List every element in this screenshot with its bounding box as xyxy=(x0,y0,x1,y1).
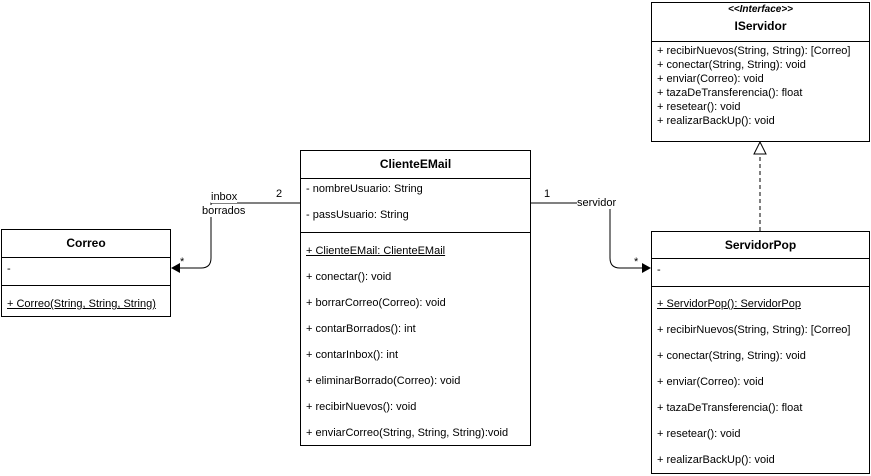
method: + realizarBackUp(): void xyxy=(657,115,775,127)
method: + tazaDeTransferencia(): float xyxy=(657,402,803,414)
class-name: IServidor xyxy=(734,19,787,33)
method: + tazaDeTransferencia(): float xyxy=(657,87,803,99)
method: + recibirNuevos(String, String): [Correo… xyxy=(657,45,851,57)
constructor: + ServidorPop(): ServidorPop xyxy=(657,298,801,310)
attribute: - passUsuario: String xyxy=(306,209,409,221)
method: + conectar(): void xyxy=(306,271,392,283)
method: + resetear(): void xyxy=(657,428,741,440)
method: + recibirNuevos(String, String): [Correo… xyxy=(657,324,851,336)
association-cliente-servidorpop xyxy=(530,202,651,273)
class-header: Correo xyxy=(2,230,170,258)
relation-label-borrados: borrados xyxy=(202,205,246,217)
stereotype-label: <<Interface>> xyxy=(727,4,794,15)
method: + conectar(String, String): void xyxy=(657,350,806,362)
multiplicity-cliente-servidor-target: * xyxy=(634,256,639,268)
attribute-list: - xyxy=(652,258,869,286)
attribute-list: - nombreUsuario: String - passUsuario: S… xyxy=(301,178,530,232)
class-name: ServidorPop xyxy=(724,238,797,252)
class-header: ServidorPop xyxy=(652,232,869,259)
multiplicity-cliente-correo-source: 2 xyxy=(276,188,283,200)
method: + contarInbox(): int xyxy=(306,349,399,361)
method-list: + ServidorPop(): ServidorPop + recibirNu… xyxy=(652,286,869,466)
association-cliente-correo xyxy=(171,202,300,273)
attribute: - xyxy=(657,264,661,276)
method: + enviarCorreo(String, String, String):v… xyxy=(306,427,509,439)
relation-label-servidor: servidor xyxy=(577,197,617,209)
class-correo[interactable]: Correo - + Correo(String, String, String… xyxy=(1,229,171,317)
method: + recibirNuevos(): void xyxy=(306,401,417,413)
method: + eliminarBorrado(Correo): void xyxy=(306,375,461,387)
multiplicity-cliente-correo-target: * xyxy=(180,256,185,268)
class-clienteemail[interactable]: ClienteEMail - nombreUsuario: String - p… xyxy=(300,150,531,446)
constructor: + ClienteEMail: ClienteEMail xyxy=(306,245,446,257)
constructor: + Correo(String, String, String) xyxy=(7,298,156,310)
method: + enviar(Correo): void xyxy=(657,73,764,85)
realization-servidorpop-iservidor xyxy=(753,140,767,231)
attribute: - xyxy=(7,263,11,275)
method: + conectar(String, String): void xyxy=(657,59,806,71)
multiplicity-cliente-servidor-source: 1 xyxy=(544,188,551,200)
class-servidorpop[interactable]: ServidorPop - + ServidorPop(): ServidorP… xyxy=(651,231,870,474)
method: + contarBorrados(): int xyxy=(306,323,416,335)
class-name: ClienteEMail xyxy=(379,157,452,171)
relation-label-inbox: inbox xyxy=(211,191,238,203)
method: + borrarCorreo(Correo): void xyxy=(306,297,446,309)
class-header: <<Interface>> IServidor xyxy=(652,3,869,42)
method-list: + ClienteEMail: ClienteEMail + conectar(… xyxy=(301,232,530,439)
class-header: ClienteEMail xyxy=(301,151,530,179)
method-list: + Correo(String, String, String) xyxy=(2,285,170,310)
class-name: Correo xyxy=(66,236,106,250)
class-iservidor[interactable]: <<Interface>> IServidor + recibirNuevos(… xyxy=(651,2,870,142)
method: + resetear(): void xyxy=(657,101,741,113)
attribute: - nombreUsuario: String xyxy=(306,183,423,195)
method: + enviar(Correo): void xyxy=(657,376,764,388)
attribute-list: - xyxy=(2,257,170,285)
method: + realizarBackUp(): void xyxy=(657,454,775,466)
